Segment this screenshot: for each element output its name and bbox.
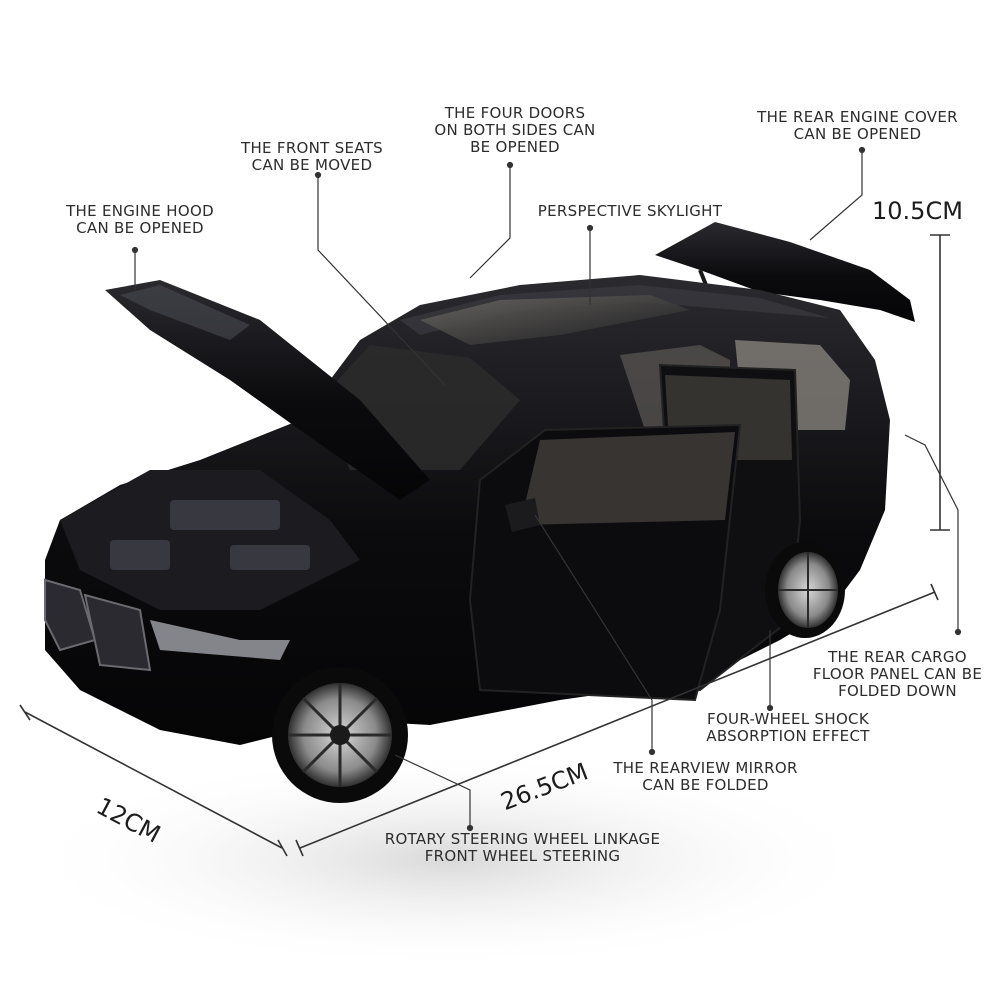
callout-engine-hood: THE ENGINE HOOD CAN BE OPENED <box>50 203 230 237</box>
side-mirror <box>505 498 540 532</box>
callout-rearview-mirror: THE REARVIEW MIRROR CAN BE FOLDED <box>598 760 813 794</box>
skylight-glass <box>420 295 690 345</box>
engine-hood <box>105 280 430 500</box>
dimension-height: 10.5CM <box>872 197 963 225</box>
callout-line: FOLDED DOWN <box>838 682 957 700</box>
callout-line: CAN BE OPENED <box>793 125 922 143</box>
callout-line: CAN BE MOVED <box>251 156 373 174</box>
callout-line: ROTARY STEERING WHEEL LINKAGE <box>384 830 661 848</box>
callout-shock-absorption: FOUR-WHEEL SHOCK ABSORPTION EFFECT <box>688 711 888 745</box>
engine-bay <box>60 470 360 610</box>
callout-line: CAN BE OPENED <box>76 219 204 237</box>
callout-line: CAN BE FOLDED <box>642 776 769 794</box>
headlight <box>150 620 290 660</box>
callout-line: ON BOTH SIDES CAN <box>434 121 596 139</box>
callout-front-seats: THE FRONT SEATS CAN BE MOVED <box>222 140 402 174</box>
callout-line: FOUR-WHEEL SHOCK <box>707 710 869 728</box>
callout-rear-cargo: THE REAR CARGO FLOOR PANEL CAN BE FOLDED… <box>805 649 990 700</box>
callout-line: THE REARVIEW MIRROR <box>613 759 798 777</box>
callout-line: THE FOUR DOORS <box>444 104 586 122</box>
tailgate <box>655 222 915 322</box>
callout-line: FRONT WHEEL STEERING <box>424 847 621 865</box>
callout-skylight: PERSPECTIVE SKYLIGHT <box>515 203 745 220</box>
callout-line: BE OPENED <box>470 138 560 156</box>
callout-line: THE REAR CARGO <box>828 648 967 666</box>
callout-line: THE REAR ENGINE COVER <box>757 108 958 126</box>
callout-line: FLOOR PANEL CAN BE <box>812 665 983 683</box>
callout-line: PERSPECTIVE SKYLIGHT <box>537 202 723 220</box>
floor-shadow <box>20 750 880 970</box>
callout-line: THE ENGINE HOOD <box>66 202 214 220</box>
front-wheel <box>272 667 408 803</box>
callout-steering: ROTARY STEERING WHEEL LINKAGE FRONT WHEE… <box>360 831 685 865</box>
rear-wheel <box>765 542 845 638</box>
callout-rear-engine-cover: THE REAR ENGINE COVER CAN BE OPENED <box>740 109 975 143</box>
callout-line: ABSORPTION EFFECT <box>706 727 870 745</box>
callout-four-doors: THE FOUR DOORS ON BOTH SIDES CAN BE OPEN… <box>415 105 615 156</box>
callout-line: THE FRONT SEATS <box>241 139 383 157</box>
front-grille <box>44 578 97 652</box>
